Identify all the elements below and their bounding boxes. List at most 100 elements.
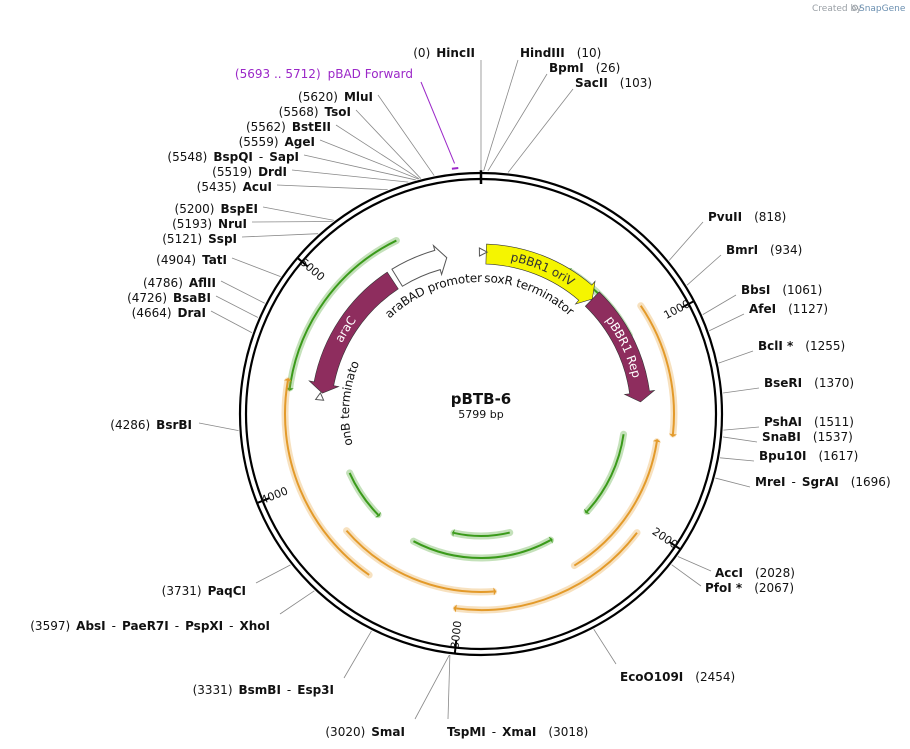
site-label[interactable]: PshAI(1511) <box>764 415 854 429</box>
site-label[interactable]: (0)HincII <box>413 46 475 60</box>
tick-mark <box>453 640 458 654</box>
site-label[interactable]: BbsI(1061) <box>741 283 822 297</box>
site-label[interactable]: BpmI(26) <box>549 61 620 75</box>
arabad-promoter-feature[interactable]: araBAD promoter <box>382 244 482 321</box>
site-label[interactable]: AfeI(1127) <box>749 302 828 316</box>
site-label[interactable]: AccI(2028) <box>715 566 795 580</box>
orf-8-arrow[interactable] <box>570 438 661 570</box>
site-label[interactable]: BseRI(1370) <box>764 376 854 390</box>
pbbr1-rep-shape[interactable] <box>584 291 656 403</box>
site-drai[interactable]: (4664)DraI <box>132 306 253 334</box>
orf-2-arrow[interactable] <box>285 237 400 392</box>
site-label[interactable]: (5193)NruI <box>172 217 247 231</box>
site-label[interactable]: (4786)AflII <box>143 276 216 290</box>
tonb-terminator-shape[interactable] <box>314 391 325 401</box>
primer-label[interactable]: (5693 .. 5712)pBAD Forward <box>235 67 413 81</box>
site-label[interactable]: EcoO109I(2454) <box>620 670 735 684</box>
orf-4-arrow[interactable] <box>346 469 382 519</box>
site-bsabi[interactable]: (4726)BsaBI <box>127 291 259 318</box>
site-label[interactable]: PfoI *(2067) <box>705 581 794 595</box>
orf-10-arrow[interactable] <box>343 527 498 596</box>
site-leader-line <box>198 422 239 432</box>
site-pvuii[interactable]: PvuII(818) <box>668 210 786 261</box>
site-label[interactable]: Bpu10I(1617) <box>759 449 858 463</box>
site-drdi[interactable]: (5519)DrdI <box>212 165 409 183</box>
site-absi[interactable]: (3597)AbsI-PaeR7I-PspXI-XhoI <box>30 590 315 633</box>
site-bbsi[interactable]: BbsI(1061) <box>702 283 822 315</box>
site-bsrbi[interactable]: (4286)BsrBI <box>110 418 239 432</box>
site-label[interactable]: (5435)AcuI <box>197 180 272 194</box>
site-eco0109i[interactable]: EcoO109I(2454) <box>593 629 735 684</box>
site-tati[interactable]: (4904)TatI <box>156 253 281 277</box>
site-pshai[interactable]: PshAI(1511) <box>723 415 854 431</box>
site-acui[interactable]: (5435)AcuI <box>197 180 388 194</box>
site-label[interactable]: (5519)DrdI <box>212 165 287 179</box>
site-label[interactable]: SacII(103) <box>575 76 652 90</box>
orf-5-arrow[interactable] <box>409 536 555 562</box>
site-bpu10i[interactable]: Bpu10I(1617) <box>719 449 858 463</box>
site-leader-line <box>719 457 755 462</box>
site-sspi[interactable]: (5121)SspI <box>162 232 319 246</box>
site-label[interactable]: (4726)BsaBI <box>127 291 211 305</box>
site-tspmi[interactable]: TspMI-XmaI(3018) <box>447 654 588 739</box>
site-label[interactable]: HindIII(10) <box>520 46 601 60</box>
site-bsmbi[interactable]: (3331)BsmBI-Esp3I <box>193 630 372 697</box>
site-mrei[interactable]: MreI-SgrAI(1696) <box>715 475 891 489</box>
site-sacii[interactable]: SacII(103) <box>507 76 652 173</box>
site-label[interactable]: (3597)AbsI-PaeR7I-PspXI-XhoI <box>30 619 270 633</box>
snapgene-credit[interactable]: Created by ⚙ SnapGene <box>812 4 906 14</box>
site-label[interactable]: (5568)TsoI <box>279 105 351 119</box>
site-bsteii[interactable]: (5562)BstEII <box>246 120 420 180</box>
site-label[interactable]: (4286)BsrBI <box>110 418 192 432</box>
site-label[interactable]: PvuII(818) <box>708 210 786 224</box>
primer-annotation: (5693 .. 5712)pBAD Forward <box>235 67 459 170</box>
site-leader-line <box>335 124 420 180</box>
site-nrui[interactable]: (5193)NruI <box>172 217 333 231</box>
site-hindiii[interactable]: HindIII(10) <box>483 46 602 172</box>
orf-11-arrow[interactable] <box>281 377 373 579</box>
pbbr1-oriv-shape[interactable] <box>485 243 596 305</box>
orf-3-arrow[interactable] <box>583 430 628 515</box>
site-afei[interactable]: AfeI(1127) <box>709 302 828 332</box>
site-paqci[interactable]: (3731)PaqCI <box>162 564 291 598</box>
site-snabi[interactable]: SnaBI(1537) <box>722 430 853 444</box>
site-label[interactable]: (4904)TatI <box>156 253 227 267</box>
site-label[interactable]: BclI *(1255) <box>758 339 845 353</box>
site-bpmi[interactable]: BpmI(26) <box>487 61 621 172</box>
site-label[interactable]: (5559)AgeI <box>239 135 315 149</box>
site-label[interactable]: (5620)MluI <box>298 90 373 104</box>
site-label[interactable]: (3020)SmaI <box>325 725 405 739</box>
site-label[interactable]: (5200)BspEI <box>175 202 258 216</box>
primer-bar[interactable] <box>451 167 459 170</box>
site-label[interactable]: (4664)DraI <box>132 306 206 320</box>
site-label[interactable]: (5121)SspI <box>162 232 237 246</box>
site-label[interactable]: (5548)BspQI-SapI <box>167 150 299 164</box>
orf-7-arrow[interactable] <box>637 302 678 438</box>
site-label[interactable]: SnaBI(1537) <box>762 430 853 444</box>
site-label[interactable]: TspMI-XmaI(3018) <box>447 725 588 739</box>
site-label[interactable]: (5562)BstEII <box>246 120 331 134</box>
site-acci[interactable]: AccI(2028) <box>677 556 795 580</box>
orf-9-arrow[interactable] <box>452 529 641 614</box>
site-agei[interactable]: (5559)AgeI <box>239 135 419 180</box>
site-bmri[interactable]: BmrI(934) <box>686 243 802 286</box>
site-bspqi[interactable]: (5548)BspQI-SapI <box>167 150 416 181</box>
orf-6-arrow[interactable] <box>450 529 514 540</box>
site-label[interactable]: (3331)BsmBI-Esp3I <box>193 683 334 697</box>
site-bseri[interactable]: BseRI(1370) <box>723 376 854 394</box>
arabad-promoter-shape[interactable] <box>391 244 448 287</box>
site-smai[interactable]: (3020)SmaI <box>325 654 450 739</box>
arac-feature[interactable]: araC <box>308 265 423 428</box>
site-aflii[interactable]: (4786)AflII <box>143 276 265 304</box>
site-label[interactable]: BmrI(934) <box>726 243 802 257</box>
site-pfoi[interactable]: PfoI *(2067) <box>671 564 794 595</box>
site-bspei[interactable]: (5200)BspEI <box>175 202 335 221</box>
site-mlui[interactable]: (5620)MluI <box>298 90 435 176</box>
site-tsoi[interactable]: (5568)TsoI <box>279 105 422 179</box>
site-label[interactable]: MreI-SgrAI(1696) <box>755 475 891 489</box>
site-bcli[interactable]: BclI *(1255) <box>718 339 846 364</box>
arac-shape[interactable] <box>308 271 399 394</box>
soxr-terminator-shape[interactable] <box>478 247 489 257</box>
site-label[interactable]: (3731)PaqCI <box>162 584 246 598</box>
site-hincii[interactable]: (0)HincII <box>413 46 482 171</box>
